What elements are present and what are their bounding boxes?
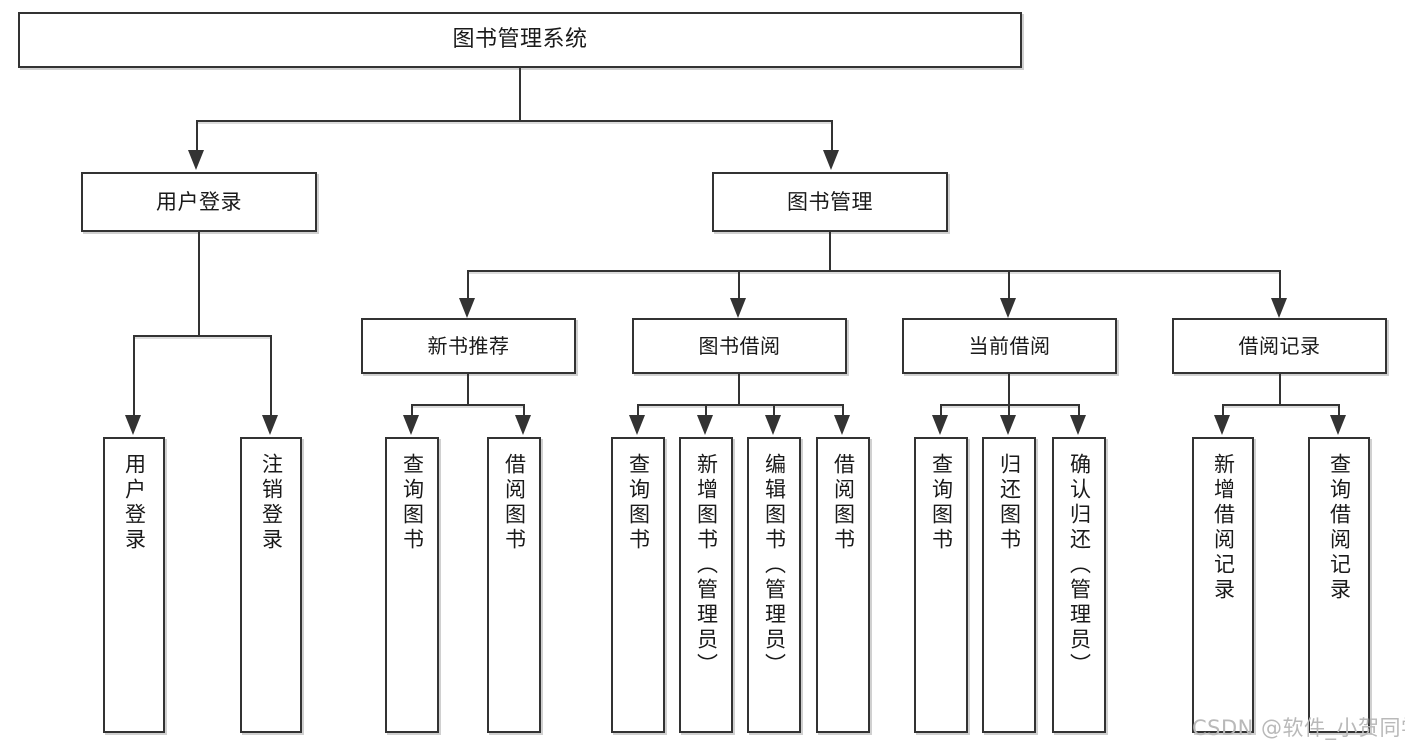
arrow-user-login-child-2 — [262, 415, 278, 435]
node-book-management-system[interactable]: 图书管理系统 — [18, 12, 1022, 68]
connector-bb-child-2 — [705, 404, 707, 419]
arrow-br-child-1 — [1214, 415, 1230, 435]
node-label: 新增借阅记录 — [1211, 453, 1236, 603]
arrow-user-login-child-1 — [125, 415, 141, 435]
node-borrow-record[interactable]: 借阅记录 — [1172, 318, 1387, 374]
node-label: 归还图书 — [997, 453, 1022, 553]
node-label: 查询图书 — [929, 453, 954, 553]
connector-br-stem — [1279, 374, 1281, 404]
connector-cb-stem — [1008, 374, 1010, 404]
connector-user-login-child-1 — [133, 335, 135, 417]
arrow-bb-child-1 — [629, 415, 645, 435]
arrow-bm-child-3 — [1000, 298, 1016, 318]
node-leaf-user-login[interactable]: 用户登录 — [103, 437, 165, 733]
connector-book-management-bus — [467, 270, 1279, 272]
connector-nbr-stem — [467, 374, 469, 404]
arrow-cb-child-3 — [1070, 415, 1086, 435]
connector-user-login-bus — [133, 335, 270, 337]
arrow-bm-child-4 — [1271, 298, 1287, 318]
node-label: 借阅图书 — [831, 453, 856, 553]
arrow-bm-child-2 — [730, 298, 746, 318]
node-book-management[interactable]: 图书管理 — [712, 172, 948, 232]
connector-root-to-book-management — [831, 120, 833, 152]
node-label: 编辑图书（管理员） — [762, 453, 787, 678]
node-label: 查询借阅记录 — [1327, 453, 1352, 603]
node-label: 新书推荐 — [427, 334, 510, 358]
node-label: 确认归还（管理员） — [1067, 453, 1092, 678]
connector-nbr-bus — [411, 404, 523, 406]
connector-bb-child-1 — [637, 404, 639, 419]
connector-book-management-stem — [829, 232, 831, 270]
connector-nbr-child-2 — [523, 404, 525, 419]
node-label: 注销登录 — [259, 453, 284, 553]
connector-nbr-child-1 — [411, 404, 413, 419]
node-leaf-return-book[interactable]: 归还图书 — [982, 437, 1036, 733]
arrow-nbr-child-1 — [403, 415, 419, 435]
node-label: 当前借阅 — [968, 334, 1051, 358]
node-new-book-recommend[interactable]: 新书推荐 — [361, 318, 576, 374]
node-book-borrow[interactable]: 图书借阅 — [632, 318, 847, 374]
connector-bb-stem — [738, 374, 740, 404]
connector-root-stem — [519, 68, 521, 120]
connector-cb-child-2 — [1008, 404, 1010, 419]
connector-br-child-2 — [1338, 404, 1340, 419]
node-label: 查询图书 — [626, 453, 651, 553]
node-leaf-logout-login[interactable]: 注销登录 — [240, 437, 302, 733]
connector-bm-child-1 — [467, 270, 469, 304]
connector-bm-child-2 — [738, 270, 740, 304]
arrow-root-to-book-management — [823, 150, 839, 170]
node-label: 借阅图书 — [502, 453, 527, 553]
connector-br-child-1 — [1222, 404, 1224, 419]
connector-user-login-stem — [198, 232, 200, 335]
connector-br-bus — [1222, 404, 1338, 406]
node-label: 新增图书（管理员） — [694, 453, 719, 678]
arrow-nbr-child-2 — [515, 415, 531, 435]
arrow-cb-child-1 — [932, 415, 948, 435]
connector-cb-child-3 — [1078, 404, 1080, 419]
connector-bm-child-4 — [1279, 270, 1281, 304]
node-leaf-confirm-return[interactable]: 确认归还（管理员） — [1052, 437, 1106, 733]
arrow-bb-child-4 — [834, 415, 850, 435]
arrow-bm-child-1 — [459, 298, 475, 318]
node-leaf-borrow-book[interactable]: 借阅图书 — [816, 437, 870, 733]
node-leaf-edit-book[interactable]: 编辑图书（管理员） — [747, 437, 801, 733]
arrow-cb-child-2 — [1000, 415, 1016, 435]
node-leaf-add-book[interactable]: 新增图书（管理员） — [679, 437, 733, 733]
connector-user-login-child-2 — [270, 335, 272, 417]
arrow-root-to-user-login — [188, 150, 204, 170]
connector-bm-child-3 — [1008, 270, 1010, 304]
node-label: 图书管理系统 — [452, 27, 588, 52]
connector-bb-bus — [637, 404, 842, 406]
connector-cb-child-1 — [940, 404, 942, 419]
connector-root-to-user-login — [196, 120, 198, 152]
node-leaf-query-book-borrow[interactable]: 查询图书 — [611, 437, 665, 733]
node-leaf-borrow-book-recommend[interactable]: 借阅图书 — [487, 437, 541, 733]
csdn-watermark: CSDN @软件_小贺同学 — [1192, 716, 1405, 740]
node-label: 查询图书 — [400, 453, 425, 553]
connector-bb-child-3 — [773, 404, 775, 419]
node-label: 用户登录 — [156, 189, 242, 214]
node-leaf-query-book-current[interactable]: 查询图书 — [914, 437, 968, 733]
arrow-bb-child-2 — [697, 415, 713, 435]
node-leaf-query-book-recommend[interactable]: 查询图书 — [385, 437, 439, 733]
arrow-bb-child-3 — [765, 415, 781, 435]
node-user-login[interactable]: 用户登录 — [81, 172, 317, 232]
connector-bb-child-4 — [842, 404, 844, 419]
node-label: 用户登录 — [122, 453, 147, 553]
arrow-br-child-2 — [1330, 415, 1346, 435]
node-label: 借阅记录 — [1238, 334, 1321, 358]
node-label: 图书借阅 — [698, 334, 781, 358]
connector-root-bus — [196, 120, 833, 122]
node-current-borrow[interactable]: 当前借阅 — [902, 318, 1117, 374]
node-leaf-query-borrow-record[interactable]: 查询借阅记录 — [1308, 437, 1370, 733]
node-label: 图书管理 — [787, 189, 873, 214]
node-leaf-add-borrow-record[interactable]: 新增借阅记录 — [1192, 437, 1254, 733]
